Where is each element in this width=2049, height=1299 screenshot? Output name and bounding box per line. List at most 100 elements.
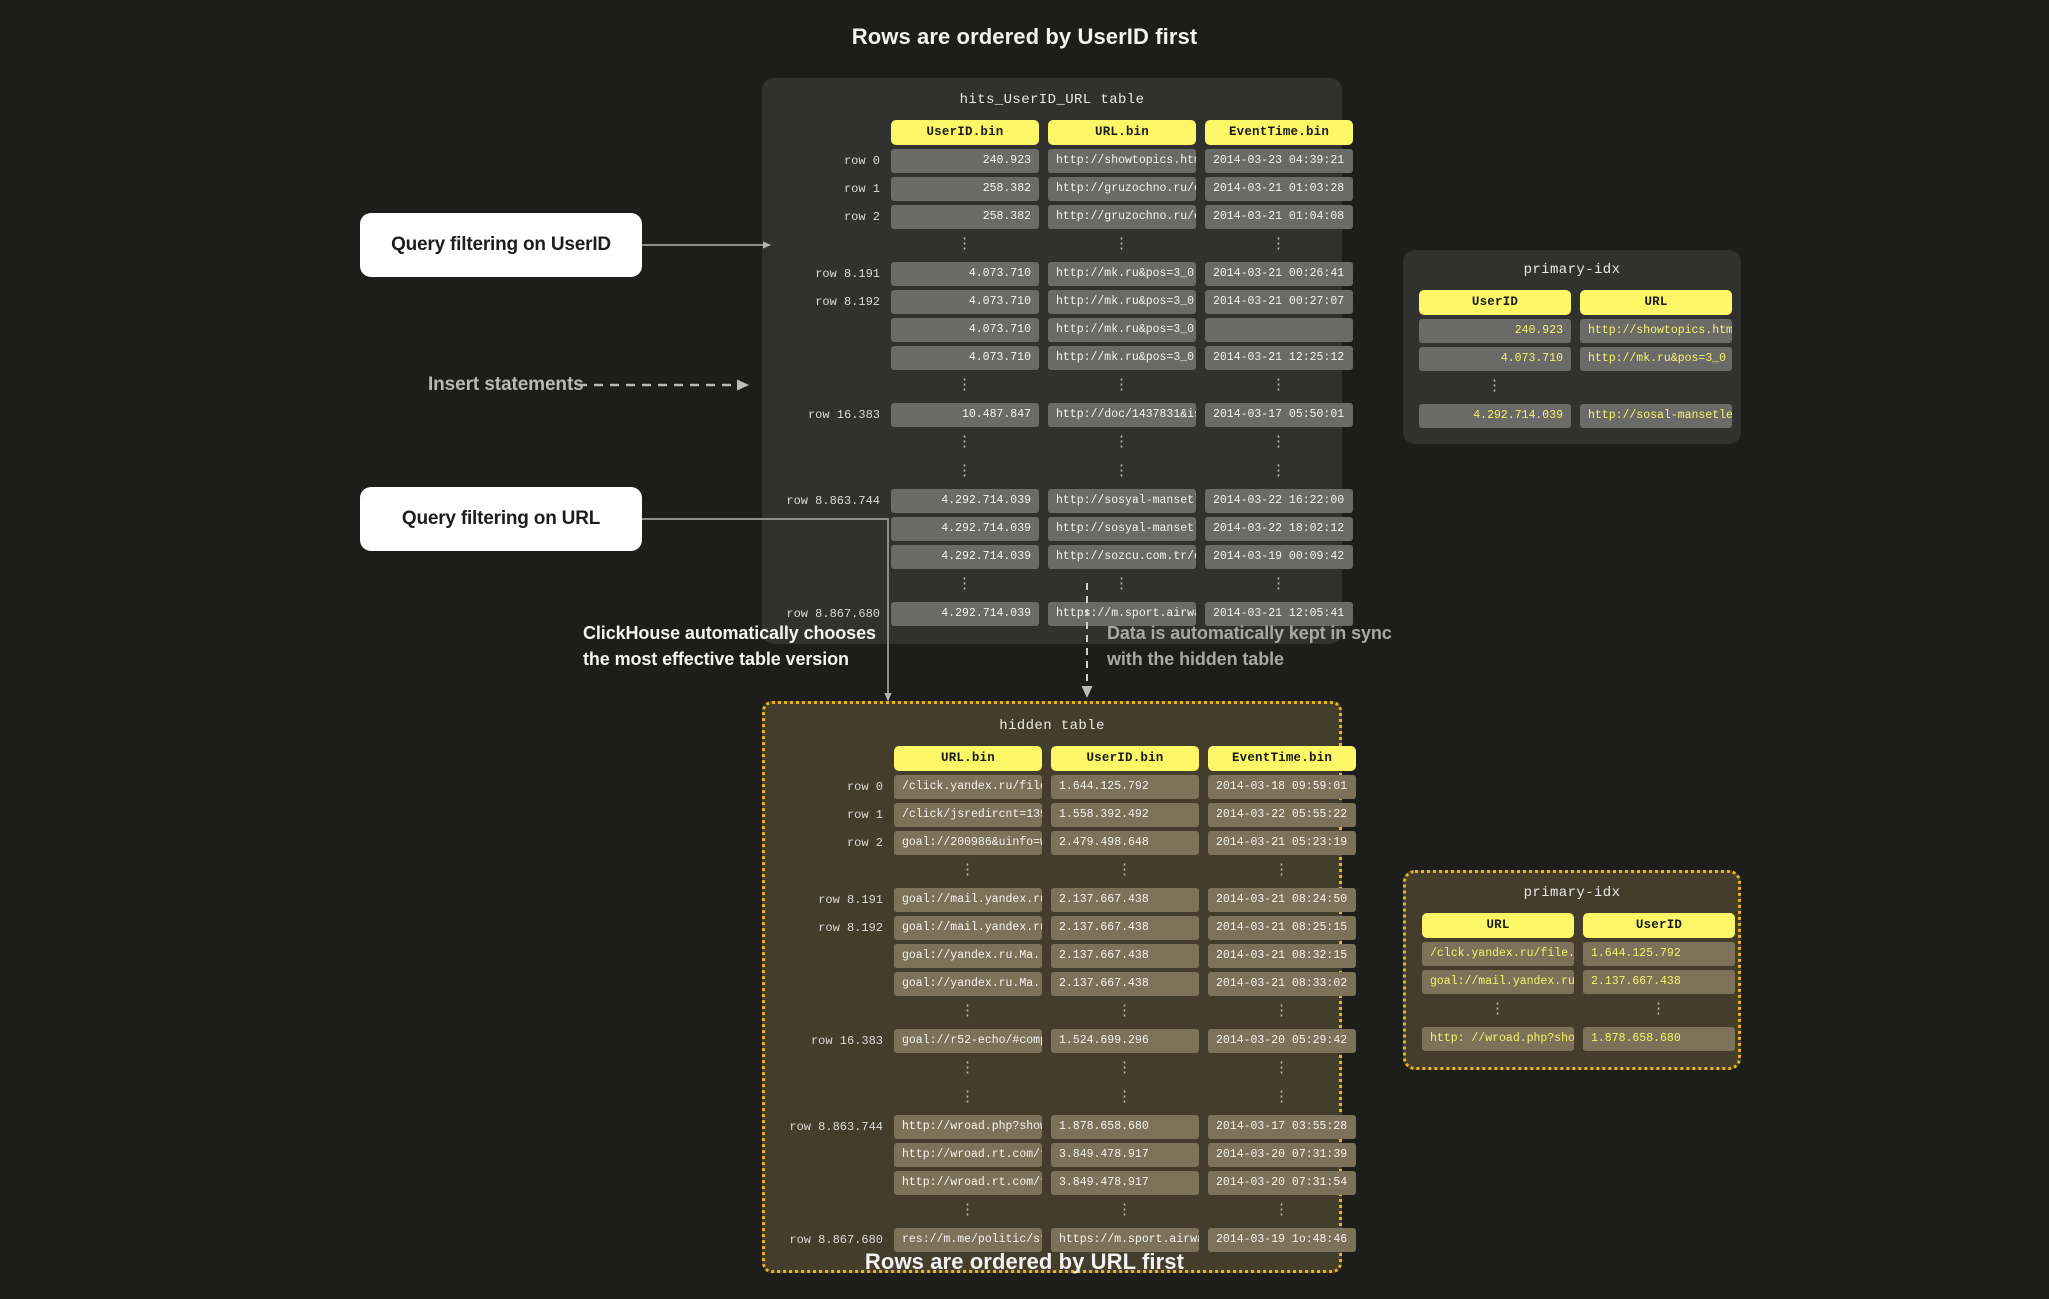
table-cell: 2014-03-23 04:39:21 [1205, 149, 1353, 173]
vertical-ellipsis: ⋮ [1114, 236, 1130, 253]
table-cell: 3.849.478.917 [1051, 1143, 1199, 1167]
row-label: row 1 [843, 182, 880, 196]
vertical-ellipsis: ⋮ [957, 377, 973, 394]
row-label: row 2 [843, 210, 880, 224]
table-cell: 1.878.658.680 [1051, 1115, 1199, 1139]
index-cell: 1.644.125.792 [1583, 942, 1735, 966]
main-table-title: hits_UserID_URL table [959, 92, 1145, 108]
vertical-ellipsis: ⋮ [1114, 377, 1130, 394]
table-cell: 2.137.667.438 [1051, 972, 1199, 996]
row-label-spacer [789, 1000, 885, 1025]
table-cell: 2014-03-18 09:59:01 [1208, 775, 1356, 799]
table-cell: http://doc/1437831&is_mo... [1048, 403, 1196, 427]
vertical-ellipsis: ⋮ [1117, 1089, 1133, 1106]
table-cell: 2014-03-20 05:29:42 [1208, 1029, 1356, 1053]
ellipsis-row: ⋮⋮⋮ [891, 233, 1353, 258]
table-cell: 240.923 [891, 149, 1039, 173]
vertical-ellipsis: ⋮ [957, 576, 973, 593]
note-left-line2: the most effective table version [583, 649, 849, 670]
table-cell: /click/jsredircnt=1395412... [894, 803, 1042, 827]
table-cell: 2014-03-19 00:09:42 [1205, 545, 1353, 569]
page-title-bottom: Rows are ordered by URL first [864, 1249, 1185, 1274]
table-cell: 2014-03-21 12:25:12 [1205, 346, 1353, 370]
index-cell: 240.923 [1419, 319, 1571, 343]
row-label: row 8.867.680 [789, 1233, 883, 1247]
vertical-ellipsis: ⋮ [1117, 862, 1133, 879]
table-cell: 2.479.498.648 [1051, 831, 1199, 855]
index-cell: 4.292.714.039 [1419, 404, 1571, 428]
table-cell: 2014-03-21 05:23:19 [1208, 831, 1356, 855]
row-label-spacer [786, 120, 882, 145]
row-label: row 8.863.744 [789, 1120, 883, 1134]
vertical-ellipsis: ⋮ [1117, 1060, 1133, 1077]
ellipsis-row: ⋮⋮⋮ [894, 859, 1356, 884]
index-cell: http://sosal-mansetleri... [1580, 404, 1732, 428]
table-cell: 2.137.667.438 [1051, 888, 1199, 912]
ellipsis-row: ⋮ ⋮ ⋮ [891, 431, 1353, 456]
index-column-header-2: URL [1580, 290, 1732, 315]
vertical-ellipsis: ⋮ [1271, 434, 1287, 451]
index-cell: 2.137.667.438 [1583, 970, 1735, 994]
ellipsis-row: ⋮ ⋮ ⋮ [894, 1086, 1356, 1111]
main-index-title: primary-idx [1523, 262, 1621, 278]
vertical-ellipsis: ⋮ [1274, 1089, 1290, 1106]
vertical-ellipsis: ⋮ [1117, 1202, 1133, 1219]
table-cell: 4.292.714.039 [891, 517, 1039, 541]
vertical-ellipsis: ⋮ [1117, 1003, 1133, 1020]
table-cell: goal://r52-echo/#compose... [894, 1029, 1042, 1053]
column-header-1: URL.bin [894, 746, 1042, 771]
page-title-top: Rows are ordered by UserID first [851, 24, 1198, 49]
vertical-ellipsis: ⋮ [960, 1089, 976, 1106]
index-column-header-2: UserID [1583, 913, 1735, 938]
vertical-ellipsis: ⋮ [960, 862, 976, 879]
column-header-3: EventTime.bin [1208, 746, 1356, 771]
table-cell: 258.382 [891, 177, 1039, 201]
vertical-ellipsis [1580, 375, 1732, 400]
ellipsis-row: ⋮⋮⋮ [891, 573, 1353, 598]
vertical-ellipsis: ⋮ [957, 463, 973, 480]
row-label: row 2 [846, 836, 883, 850]
table-cell: goal://yandex.ru.Ma... [894, 972, 1042, 996]
row-label: row 8.192 [818, 921, 883, 935]
table-cell: 1.644.125.792 [1051, 775, 1199, 799]
row-label: row 0 [846, 780, 883, 794]
table-cell: res://m.me/politic/stati... [894, 1228, 1042, 1252]
hidden-index-grid: URLUserID/clck.yandex.ru/file.com...1.64… [1422, 913, 1735, 1051]
table-cell: 2014-03-21 08:25:15 [1208, 916, 1356, 940]
vertical-ellipsis: ⋮ [1274, 1060, 1290, 1077]
index-cell: 4.073.710 [1419, 347, 1571, 371]
insert-statements-label: Insert statements [428, 374, 584, 395]
table-cell: 4.292.714.039 [891, 602, 1039, 626]
callout-query-filtering-userid[interactable]: Query filtering on UserID [360, 213, 642, 277]
table-cell: 4.073.710 [891, 346, 1039, 370]
table-cell: 1.558.392.492 [1051, 803, 1199, 827]
index-cell: 1.878.658.680 [1583, 1027, 1735, 1051]
table-cell: 4.073.710 [891, 290, 1039, 314]
row-label-spacer [786, 460, 882, 485]
table-cell: 2014-03-17 05:50:01 [1205, 403, 1353, 427]
table-cell: /click.yandex.ru/file.co ... [894, 775, 1042, 799]
index-ellipsis-row: ⋮ [1419, 375, 1732, 400]
vertical-ellipsis: ⋮ [957, 236, 973, 253]
vertical-ellipsis: ⋮ [1651, 1001, 1667, 1018]
table-cell: http://wroad.php?show/7... [894, 1115, 1042, 1139]
table-cell: 2014-03-21 01:03:28 [1205, 177, 1353, 201]
table-cell: 2.137.667.438 [1051, 916, 1199, 940]
vertical-ellipsis: ⋮ [957, 434, 973, 451]
note-clickhouse-chooses-version: ClickHouse automatically chooses the mos… [583, 620, 883, 672]
vertical-ellipsis: ⋮ [1271, 377, 1287, 394]
table-cell: http://mk.ru&pos=3_0 [1048, 262, 1196, 286]
vertical-ellipsis: ⋮ [1271, 576, 1287, 593]
callout-query-filtering-url[interactable]: Query filtering on URL [360, 487, 642, 551]
table-cell: http://mk.ru&pos=3_0 [1048, 318, 1196, 342]
index-cell: http: //wroad.php?show/7... [1422, 1027, 1574, 1051]
index-ellipsis-row: ⋮⋮ [1422, 998, 1735, 1023]
table-cell: https://m.sport.airway/? [1051, 1228, 1199, 1252]
table-cell: goal://mail.yandex.ru/Ma... [894, 916, 1042, 940]
vertical-ellipsis: ⋮ [960, 1003, 976, 1020]
table-cell: 1.524.699.296 [1051, 1029, 1199, 1053]
row-label-spacer [786, 573, 882, 598]
vertical-ellipsis: ⋮ [1114, 434, 1130, 451]
ellipsis-row: ⋮⋮⋮ [894, 1000, 1356, 1025]
